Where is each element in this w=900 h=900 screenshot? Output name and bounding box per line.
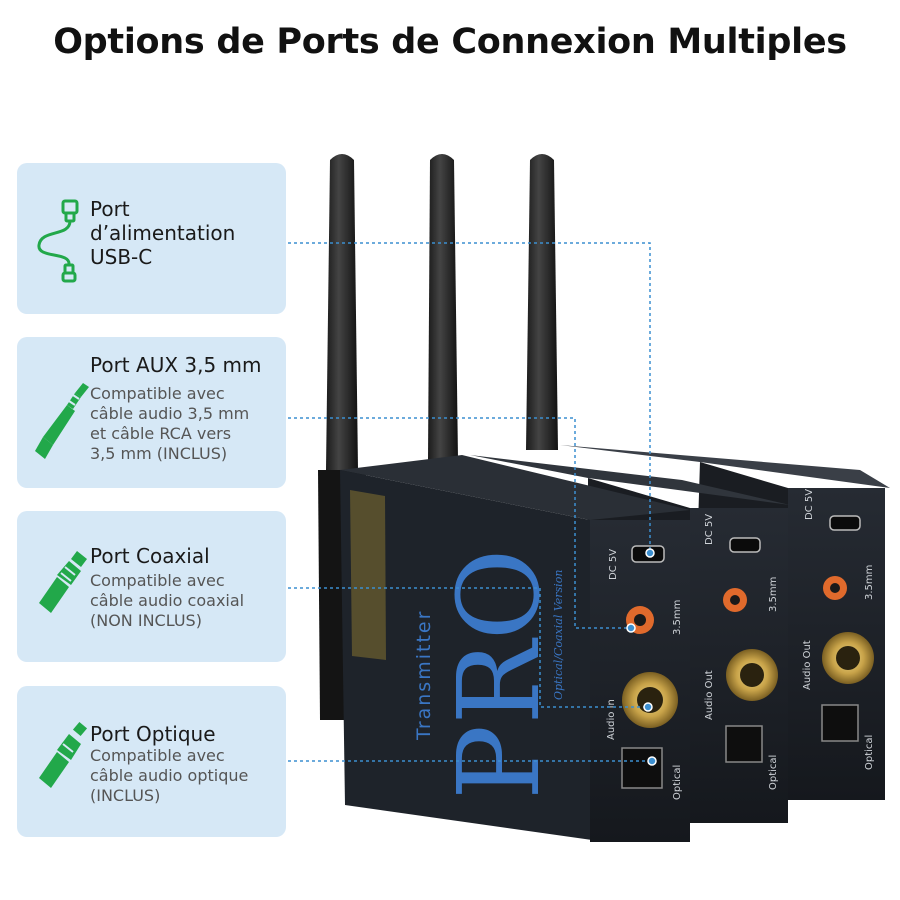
optical-label: Optical xyxy=(672,765,683,800)
brand-text: PRO xyxy=(435,548,565,800)
aux-jack-icon xyxy=(35,383,89,459)
card-desc-line: (INCLUS) xyxy=(90,786,161,805)
page-title: Options de Ports de Connexion Multiples xyxy=(53,22,847,62)
card-desc-line: et câble RCA vers xyxy=(90,424,232,443)
dc-label: DC 5V xyxy=(704,514,715,545)
audio-out-label: Audio Out xyxy=(704,670,715,720)
usb-port-marker xyxy=(645,548,655,558)
mm-label: 3.5mm xyxy=(864,565,875,600)
mm-label: 3.5mm xyxy=(672,600,683,635)
optical-label: Optical xyxy=(768,755,779,790)
dc-label: DC 5V xyxy=(804,489,815,520)
coaxial-plug-icon xyxy=(39,551,87,613)
dc-label: DC 5V xyxy=(608,549,619,580)
model-text: Transmitter xyxy=(413,610,435,741)
usb-cable-icon xyxy=(37,199,79,283)
card-title-line: Port AUX 3,5 mm xyxy=(90,353,262,377)
card-title-line: d’alimentation xyxy=(90,221,236,245)
feature-card-coaxial: Port Coaxial Compatible avec câble audio… xyxy=(17,511,286,662)
card-title-line: USB-C xyxy=(90,245,153,269)
leader-lines xyxy=(288,242,651,762)
card-title-line: Port xyxy=(90,197,130,221)
version-text: Optical/Coaxial Version xyxy=(552,570,565,700)
feature-card-aux: Port AUX 3,5 mm Compatible avec câble au… xyxy=(17,337,286,488)
card-desc-line: câble audio coaxial xyxy=(90,591,245,610)
card-title-line: Port Optique xyxy=(90,722,216,746)
card-desc-line: (NON INCLUS) xyxy=(90,611,202,630)
card-title-line: Port Coaxial xyxy=(90,544,210,568)
optical-port-marker xyxy=(647,756,657,766)
optical-label: Optical xyxy=(864,735,875,770)
audio-in-label: Audio In xyxy=(606,699,617,740)
card-desc-line: câble audio optique xyxy=(90,766,249,785)
mm-label: 3.5mm xyxy=(768,577,779,612)
card-desc-line: câble audio 3,5 mm xyxy=(90,404,250,423)
feature-card-optical: Port Optique Compatible avec câble audio… xyxy=(17,686,286,837)
coaxial-port-marker xyxy=(643,702,653,712)
card-desc-line: Compatible avec xyxy=(90,746,225,765)
optical-plug-icon xyxy=(39,721,88,788)
transmitter-unit: PRO Transmitter Optical/Coaxial Version … xyxy=(340,455,690,842)
card-desc-line: Compatible avec xyxy=(90,571,225,590)
aux-port-marker xyxy=(626,623,636,633)
audio-out-label: Audio Out xyxy=(802,640,813,690)
card-desc-line: Compatible avec xyxy=(90,384,225,403)
feature-card-usb-c: Port d’alimentation USB-C xyxy=(17,163,286,314)
card-desc-line: 3,5 mm (INCLUS) xyxy=(90,444,228,463)
